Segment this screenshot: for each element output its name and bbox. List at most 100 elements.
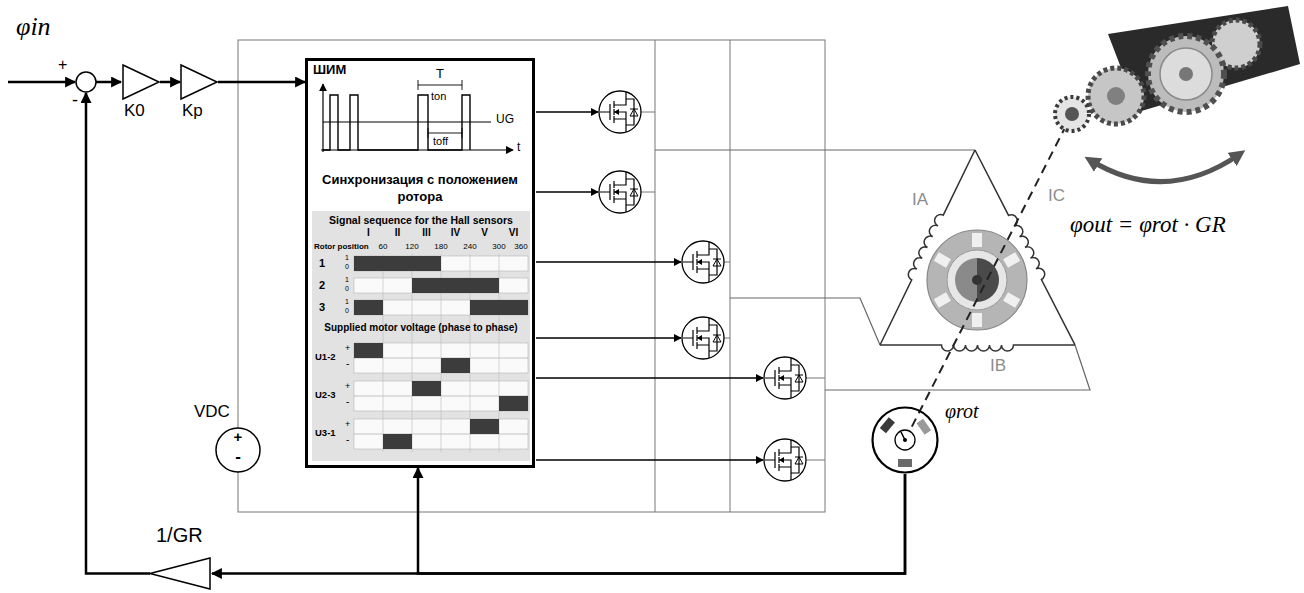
hall-signal-high (354, 256, 441, 271)
gate-drive-line (536, 377, 763, 378)
commutation-table (312, 211, 530, 461)
gain-triangle-outline (150, 558, 210, 589)
sensor-disc-marks (903, 438, 907, 442)
pwm-plot (321, 80, 513, 152)
gain-triangle-outline (181, 65, 217, 99)
angle-tick: 60 (379, 242, 388, 251)
mosfet-switch (599, 91, 641, 133)
phase-current: IA (912, 190, 928, 210)
gearbox-illustration (1055, 6, 1300, 182)
driver-board-wiring (655, 40, 656, 512)
polarity-sign: - (235, 447, 241, 467)
gearbox-illustration (1090, 154, 1240, 182)
pwm-plot (418, 80, 462, 90)
logic-level: 1 (345, 276, 349, 284)
controller-ground (305, 58, 535, 468)
sector-divider (383, 254, 499, 452)
phase-voltage-label: U2-3 (315, 390, 336, 401)
phase-voltage-pulse (383, 434, 412, 449)
dc-source-symbol (216, 428, 260, 472)
driver-board-wiring (238, 40, 825, 512)
input-path (76, 72, 96, 92)
sensor-disc-marks (880, 417, 931, 467)
pwm-plot (322, 84, 323, 152)
motor-rotor (934, 292, 951, 308)
sensor-disc-marks (917, 419, 932, 435)
angle-tick: 300 (492, 242, 505, 251)
gearbox-illustration (1055, 97, 1089, 131)
gearbox-illustration (1065, 107, 1079, 121)
polarity-sign: + (345, 381, 350, 391)
supply-label: VDC (194, 402, 230, 422)
logic-level: 1 (345, 254, 349, 262)
driver-board-wiring (641, 112, 825, 460)
sector-number: II (395, 227, 401, 239)
driver-board-wiring (238, 40, 825, 512)
output-angle-formula: φout = φrot · GR (1070, 212, 1226, 238)
motor-rotor (972, 233, 982, 247)
gain-triangle-outline (123, 65, 159, 99)
signal-connector (160, 81, 180, 84)
angle-tick: 180 (434, 242, 447, 251)
pulse-label: toff (433, 135, 448, 148)
polarity-sign: - (346, 358, 349, 370)
logic-level: 0 (345, 263, 349, 271)
hall-signal-bar (354, 256, 528, 271)
motor-rotor (1003, 252, 1020, 268)
driver-board-wiring (730, 40, 731, 512)
pwm-title: ШИМ (313, 63, 346, 78)
rotor-position-sensor: φrot (871, 400, 991, 476)
commutation-table (312, 211, 530, 461)
controller-ground (305, 58, 535, 468)
sector-number: III (422, 227, 430, 239)
signal-connector (212, 474, 905, 574)
angle-tick: 360 (514, 242, 527, 251)
polarity-sign: + (345, 419, 350, 429)
motor-rotor (934, 252, 951, 268)
phase-voltage-pulse (412, 381, 441, 396)
angle-label: φrot (945, 400, 979, 423)
input-angle: φin (16, 12, 51, 42)
motor-rotor (972, 275, 982, 285)
sync-heading: Синхронизация с положением ротора (311, 172, 529, 206)
motor-shaft-axis (905, 114, 1072, 440)
dc-source-symbol (216, 428, 260, 472)
sensor-disc (871, 406, 939, 474)
phase-current: IC (1048, 186, 1065, 206)
polarity-sign: + (345, 343, 350, 353)
signal-connector (418, 468, 905, 574)
phase-voltage-pulse (470, 419, 499, 434)
gain-label: 1/GR (156, 524, 203, 547)
pwm-plot (323, 122, 491, 123)
axis-label: Rotor position (314, 242, 369, 251)
sensor-disc-marks (898, 459, 912, 467)
phase-voltage-label: U1-2 (315, 352, 336, 363)
angle-tick: 240 (463, 242, 476, 251)
input-path (86, 93, 150, 574)
sum-sign: - (72, 90, 78, 111)
gain-block: Kp (180, 63, 222, 125)
angle-tick: 120 (405, 242, 418, 251)
gain-block: K0 (122, 63, 164, 125)
table-heading: Supplied motor voltage (phase to phase) (324, 322, 517, 334)
phase-voltage-label: U3-1 (315, 428, 336, 439)
mosfet-switch (682, 241, 724, 283)
feedback-gain-block: 1/GR (148, 524, 214, 591)
gain-triangle (122, 64, 160, 100)
sector-number: IV (451, 227, 460, 239)
stator-winding (875, 147, 1081, 351)
gearbox-illustration (1160, 48, 1212, 100)
polarity-sign: - (346, 434, 349, 446)
sector-number: VI (509, 227, 518, 239)
polarity-sign: - (346, 396, 349, 408)
gain-label: K0 (124, 101, 145, 121)
sum-sign: + (58, 56, 67, 74)
logic-level: 0 (345, 285, 349, 293)
mosfet-switch (599, 171, 641, 213)
period-label: T (436, 67, 444, 82)
phase-voltage-pulse (499, 396, 528, 411)
phase-wire (655, 150, 1090, 390)
gate-drive-line (536, 111, 598, 112)
sensor-disc-marks (895, 430, 915, 450)
